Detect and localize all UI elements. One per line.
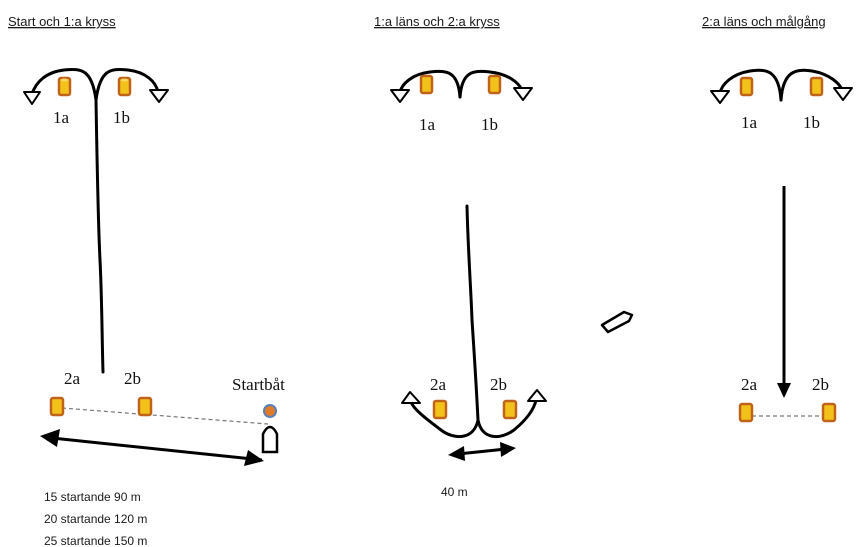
panel-middle: 1:a läns och 2:a kryss 1a 1b 2a 2b (374, 14, 634, 499)
boat-icon (600, 310, 634, 334)
arrowhead-1a-run (390, 89, 410, 103)
finish-run-arrow (777, 186, 791, 398)
buoy-2a (49, 396, 65, 417)
rounding-path-1b (94, 67, 160, 102)
rounding-path-1a-finish (718, 68, 783, 102)
gate-width-label: 40 m (441, 485, 468, 499)
arrowhead-1b-run (513, 87, 533, 101)
rounding-path-1a-run (398, 69, 462, 99)
mark-label-2b: 2b (124, 369, 141, 388)
mark-label-2a: 2a (64, 369, 81, 388)
beat-line-1 (94, 98, 105, 374)
gate-width-arrow (448, 442, 516, 461)
rounding-path-2b (476, 398, 538, 439)
start-boat-icon (261, 404, 279, 454)
arrowhead-1b (149, 89, 169, 103)
rounding-path-1b-finish (779, 68, 844, 102)
start-length-15: 15 startande 90 m (44, 490, 141, 504)
panel-finish: 2:a läns och målgång 1a 1b 2a 2b (702, 14, 853, 423)
panel-start: Start och 1:a kryss 1a 1b 2a 2b Startbåt (8, 14, 285, 547)
start-length-25: 25 startande 150 m (44, 534, 147, 547)
buoy-1b-middle (487, 74, 502, 95)
panel-middle-title: 1:a läns och 2:a kryss (374, 14, 500, 29)
start-boat-label: Startbåt (232, 375, 285, 394)
buoy-1b (117, 76, 132, 97)
arrowhead-2b (527, 389, 547, 402)
mark-label-2b-middle: 2b (490, 375, 507, 394)
panel-start-title: Start och 1:a kryss (8, 14, 116, 29)
panel-finish-title: 2:a läns och målgång (702, 14, 826, 29)
arrowhead-2a (401, 391, 421, 404)
run-line (465, 204, 480, 422)
mark-label-1b: 1b (113, 108, 130, 127)
mark-label-1b-finish: 1b (803, 113, 820, 132)
buoy-1a (57, 76, 72, 97)
arrowhead-1a-finish (710, 90, 730, 104)
mark-label-1a-finish: 1a (741, 113, 758, 132)
start-length-20: 20 startande 120 m (44, 512, 147, 526)
buoy-2b (137, 396, 153, 417)
rounding-path-2a (409, 400, 480, 439)
mark-label-1b-middle: 1b (481, 115, 498, 134)
mark-label-1a-middle: 1a (419, 115, 436, 134)
buoy-2b-middle (502, 399, 518, 420)
mark-label-1a: 1a (53, 108, 70, 127)
buoy-2b-finish (821, 402, 837, 423)
buoy-2a-middle (432, 399, 448, 420)
buoy-1a-middle (419, 74, 434, 95)
rounding-path-1a (30, 67, 98, 102)
mark-label-2b-finish: 2b (812, 375, 829, 394)
start-line (61, 407, 269, 425)
buoy-1b-finish (809, 76, 824, 97)
rounding-path-1b-run (458, 69, 524, 99)
arrowhead-1a (23, 91, 41, 105)
mark-label-2a-finish: 2a (741, 375, 758, 394)
buoy-1a-finish (739, 76, 754, 97)
mark-label-2a-middle: 2a (430, 375, 447, 394)
buoy-2a-finish (738, 402, 754, 423)
start-line-length-arrow (40, 429, 264, 466)
arrowhead-1b-finish (833, 87, 853, 101)
